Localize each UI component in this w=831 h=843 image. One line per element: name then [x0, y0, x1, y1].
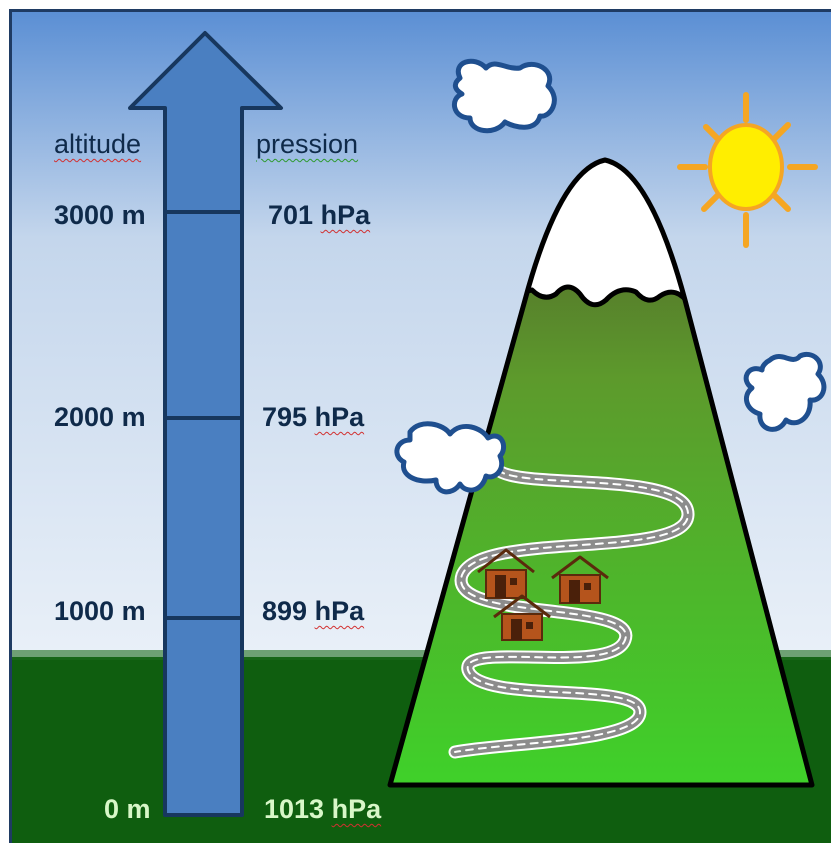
pressure-label-1000: 899 hPa [262, 596, 365, 626]
house-icon [493, 594, 551, 641]
pressure-label-2000: 795 hPa [262, 402, 365, 432]
altitude-label-2000: 2000 m [54, 402, 146, 432]
house-icon [551, 555, 609, 604]
sun-icon [677, 92, 818, 248]
altitude-header: altitude [54, 129, 142, 159]
cloud-icon [452, 58, 557, 134]
cloud-icon [394, 421, 506, 495]
pressure-label-0: 1013 hPa [264, 794, 382, 824]
altitude-label-3000: 3000 m [54, 200, 146, 230]
winding-road [448, 463, 695, 759]
pressure-label-3000: 701 hPa [268, 200, 371, 230]
pressure-header: pression [256, 129, 359, 159]
house-icon [477, 548, 535, 599]
altitude-label-0: 0 m [104, 794, 151, 824]
cloud-icon [743, 352, 827, 432]
altitude-label-1000: 1000 m [54, 596, 146, 626]
